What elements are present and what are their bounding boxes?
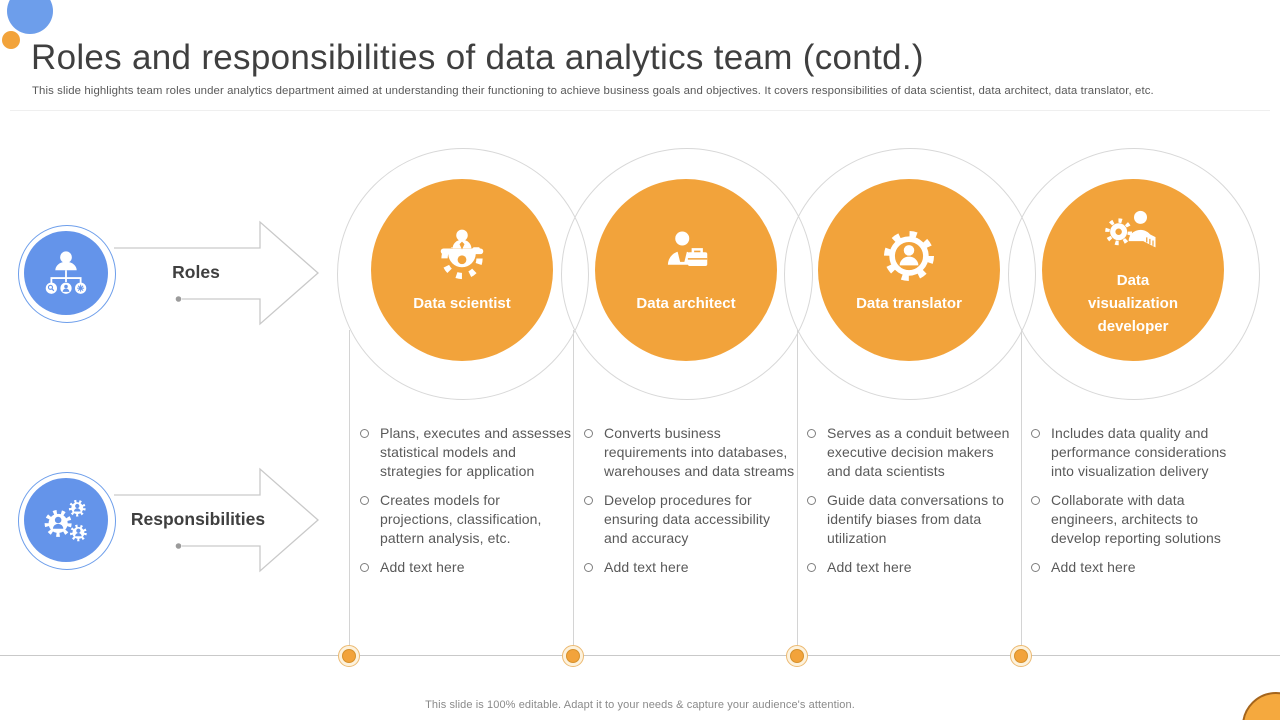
bullet-icon bbox=[1031, 496, 1040, 505]
roles-icon-ring bbox=[18, 225, 116, 323]
bullet-icon bbox=[360, 496, 369, 505]
timeline-dot bbox=[1010, 645, 1032, 667]
team-gears-icon bbox=[39, 499, 87, 542]
bullet-icon bbox=[807, 496, 816, 505]
list-item: Add text here bbox=[360, 558, 574, 577]
role-bullets-data-visualization-developer: Includes data quality and performance co… bbox=[1031, 424, 1245, 587]
bullet-icon bbox=[360, 429, 369, 438]
responsibilities-icon-ring bbox=[18, 472, 116, 570]
list-item: Plans, executes and assesses statistical… bbox=[360, 424, 574, 481]
bullet-icon bbox=[584, 563, 593, 572]
role-bubble-data-architect: Data architect bbox=[595, 179, 777, 361]
bullet-text: Add text here bbox=[604, 559, 689, 575]
businessman-briefcase-icon bbox=[667, 231, 708, 266]
header-divider bbox=[10, 110, 1270, 111]
timeline-dot-core bbox=[342, 649, 356, 663]
column-divider-line bbox=[573, 330, 574, 655]
role-bullets-data-translator: Serves as a conduit between executive de… bbox=[807, 424, 1021, 587]
slide-subtitle: This slide highlights team roles under a… bbox=[32, 85, 1154, 97]
footer-note: This slide is 100% editable. Adapt it to… bbox=[425, 699, 855, 711]
timeline-dot-core bbox=[1014, 649, 1028, 663]
bullet-text: Converts business requirements into data… bbox=[604, 425, 795, 479]
bullet-icon bbox=[807, 429, 816, 438]
bullet-text: Add text here bbox=[380, 559, 465, 575]
decorative-bottom-right-circle bbox=[1242, 692, 1280, 720]
responsibilities-arrow bbox=[114, 467, 319, 573]
roles-label: Roles bbox=[172, 262, 220, 282]
list-item: Guide data conversations to identify bia… bbox=[807, 491, 1021, 548]
bullet-text: Plans, executes and assesses statistical… bbox=[380, 425, 572, 479]
person-in-gear-icon bbox=[884, 230, 934, 281]
bullet-icon bbox=[584, 429, 593, 438]
list-item: Includes data quality and performance co… bbox=[1031, 424, 1245, 481]
timeline-dot bbox=[338, 645, 360, 667]
timeline-dot bbox=[786, 645, 808, 667]
timeline-dot-core bbox=[566, 649, 580, 663]
bullet-text: Add text here bbox=[1051, 559, 1136, 575]
bullet-text: Serves as a conduit between executive de… bbox=[827, 425, 1010, 479]
column-divider-line bbox=[349, 330, 350, 655]
gear-person-chart-icon bbox=[1105, 210, 1156, 247]
role-bubble-data-translator: Data translator bbox=[818, 179, 1000, 361]
timeline-dot-core bbox=[790, 649, 804, 663]
bullet-icon bbox=[807, 563, 816, 572]
timeline-line bbox=[0, 655, 1280, 656]
bullet-icon bbox=[360, 563, 369, 572]
list-item: Collaborate with data engineers, archite… bbox=[1031, 491, 1245, 548]
bullet-text: Add text here bbox=[827, 559, 912, 575]
roles-arrow bbox=[114, 220, 319, 326]
list-item: Develop procedures for ensuring data acc… bbox=[584, 491, 798, 548]
bullet-icon bbox=[1031, 563, 1040, 572]
column-divider-line bbox=[1021, 330, 1022, 655]
role-name: Data architect bbox=[636, 294, 736, 312]
bullet-text: Develop procedures for ensuring data acc… bbox=[604, 492, 771, 546]
roles-icon-circle bbox=[24, 231, 108, 315]
bullet-text: Collaborate with data engineers, archite… bbox=[1051, 492, 1222, 546]
list-item: Converts business requirements into data… bbox=[584, 424, 798, 481]
list-item: Creates models for projections, classifi… bbox=[360, 491, 574, 548]
responsibilities-label: Responsibilities bbox=[130, 509, 266, 529]
list-item: Add text here bbox=[807, 558, 1021, 577]
decorative-orange-circle bbox=[2, 31, 20, 49]
person-gear-podium-icon bbox=[440, 229, 484, 279]
bullet-text: Includes data quality and performance co… bbox=[1051, 425, 1227, 479]
bullet-icon bbox=[1031, 429, 1040, 438]
bullet-text: Creates models for projections, classifi… bbox=[380, 492, 542, 546]
responsibilities-icon-circle bbox=[24, 478, 108, 562]
decorative-blue-circle bbox=[7, 0, 53, 34]
role-name: Data translator bbox=[856, 294, 962, 312]
role-bubble-data-scientist: Data scientist bbox=[371, 179, 553, 361]
role-bullets-data-scientist: Plans, executes and assesses statistical… bbox=[360, 424, 574, 587]
role-bubble-data-visualization-developer: Data visualization developer bbox=[1042, 179, 1224, 361]
list-item: Serves as a conduit between executive de… bbox=[807, 424, 1021, 481]
role-bullets-data-architect: Converts business requirements into data… bbox=[584, 424, 798, 587]
bullet-icon bbox=[584, 496, 593, 505]
role-name: Data visualization developer bbox=[1087, 271, 1179, 335]
role-name: Data scientist bbox=[413, 294, 511, 312]
timeline-dot bbox=[562, 645, 584, 667]
page-title: Roles and responsibilities of data analy… bbox=[31, 38, 924, 77]
list-item: Add text here bbox=[1031, 558, 1245, 577]
list-item: Add text here bbox=[584, 558, 798, 577]
column-divider-line bbox=[797, 330, 798, 655]
org-hierarchy-icon bbox=[45, 251, 87, 294]
bullet-text: Guide data conversations to identify bia… bbox=[827, 492, 1005, 546]
role-ring bbox=[1008, 148, 1260, 400]
